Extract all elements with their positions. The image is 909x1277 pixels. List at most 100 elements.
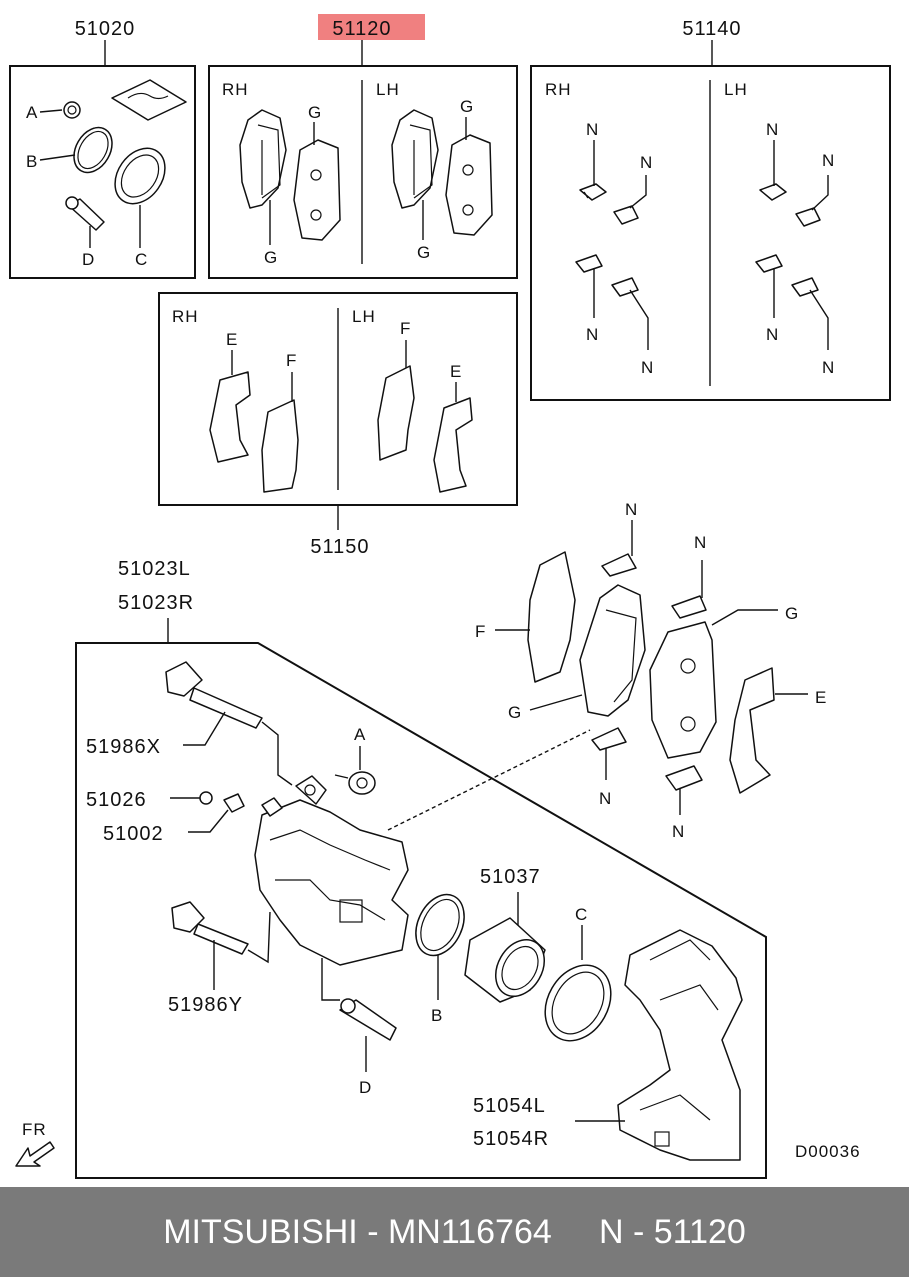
kit-51140-rh: RH [545, 80, 572, 99]
clip-lh-2 [795, 175, 829, 227]
support-number-l: 51054L [473, 1095, 546, 1117]
bleeder-cap-part [199, 791, 213, 805]
shim-label-f-1: F [286, 351, 297, 370]
clip-rh-4 [611, 277, 649, 350]
pad-label-g-1: G [308, 103, 322, 122]
kit-51150-rh: RH [172, 307, 199, 326]
shim-label-f-2: F [400, 319, 411, 338]
piston-seal-part [415, 893, 465, 957]
pad-lh-outer [445, 134, 493, 236]
exploded-label-f: F [475, 622, 486, 641]
o-ring-part [73, 126, 113, 174]
assembly-dust-cap [348, 771, 376, 795]
exploded-clip-2 [671, 560, 707, 619]
piston-part [464, 917, 546, 1003]
pad-rh-outer [293, 139, 341, 241]
dust-cap-part [63, 101, 81, 119]
clip-label-n-7: N [766, 325, 779, 344]
exploded-shim-e [729, 667, 775, 794]
support-number-r: 51054R [473, 1128, 549, 1150]
caliper-assembly: 51023L 51023R 51986X 51026 51002 A [75, 500, 827, 1179]
pad-lh-inner [391, 109, 439, 209]
piston-boot-part [114, 147, 166, 205]
kit-51120-lh: LH [376, 80, 400, 99]
clip-label-n-4: N [641, 358, 654, 377]
exploded-label-n-2: N [694, 533, 707, 552]
clip-rh-2 [613, 175, 647, 225]
bleeder-screw-part [223, 793, 245, 813]
footer-bar: MITSUBISHI - MN116764 N - 51120 [0, 1187, 909, 1277]
label-d: D [82, 250, 95, 269]
clip-label-n-6: N [822, 151, 835, 170]
pad-label-g-3: G [460, 97, 474, 116]
bolt-x-label: 51986X [86, 736, 161, 758]
kit-51020: 51020 A B C D [9, 18, 196, 279]
guide-bolt-x-part [165, 661, 263, 729]
kit-51140: 51140 RH LH N N N N N N N N [530, 18, 891, 401]
exploded-clip-3 [591, 727, 627, 780]
piston-label: 51037 [480, 866, 541, 888]
kit-51120: 51120 RH LH G G [208, 14, 518, 279]
caliper-number-r: 51023R [118, 592, 194, 614]
clip-lh-3 [755, 254, 783, 318]
kit-51020-box [9, 65, 196, 279]
assembly-guide-pin [339, 998, 397, 1041]
bolt-y-label: 51986Y [168, 994, 243, 1016]
label-b: B [26, 152, 38, 171]
pad-label-g-4: G [417, 243, 431, 262]
shim-label-e-2: E [450, 362, 462, 381]
exploded-label-e: E [815, 688, 827, 707]
footer-part-number: MITSUBISHI - MN116764 N - 51120 [163, 1212, 746, 1251]
parts-diagram: 51020 A B C D [9, 14, 891, 1179]
exploded-label-n-3: N [599, 789, 612, 808]
assembly-label-d: D [359, 1078, 372, 1097]
shim-rh-e [209, 350, 251, 463]
clip-lh-4 [791, 277, 829, 350]
shim-lh-e [433, 382, 473, 493]
shim-lh-f [377, 340, 415, 461]
guide-pin-part [65, 196, 105, 231]
label-a: A [26, 103, 38, 122]
assembly-label-c: C [575, 905, 588, 924]
exploded-label-g-2: G [785, 604, 799, 623]
exploded-label-g-1: G [508, 703, 522, 722]
front-arrow-icon: FR [15, 1120, 55, 1167]
highlight-marker [318, 14, 425, 40]
exploded-outer-pad [649, 621, 717, 759]
exploded-inner-pad [579, 584, 646, 717]
assembly-frame [75, 642, 767, 1179]
pad-label-g-2: G [264, 248, 278, 267]
assembly-boot-part [544, 964, 612, 1042]
guide-bolt-y-part [171, 901, 249, 955]
kit-51140-box [530, 65, 891, 401]
cap-label: 51026 [86, 789, 147, 811]
grease-pack-part [111, 79, 187, 121]
kit-51020-number: 51020 [75, 18, 136, 40]
exploded-clip-4 [665, 765, 703, 815]
caliper-support-part [617, 929, 743, 1161]
assembly-label-a: A [354, 725, 366, 744]
front-arrow-label: FR [22, 1120, 47, 1139]
kit-51150-number: 51150 [310, 536, 369, 558]
clip-label-n-2: N [640, 153, 653, 172]
diagram-code: D00036 [795, 1142, 861, 1161]
clip-lh-1 [759, 140, 787, 201]
clip-rh-1 [579, 140, 607, 201]
clip-label-n-1: N [586, 120, 599, 139]
clip-label-n-8: N [822, 358, 835, 377]
kit-51120-box [208, 65, 518, 279]
bleeder-label: 51002 [103, 823, 164, 845]
kit-51120-number: 51120 [332, 18, 391, 40]
label-c: C [135, 250, 148, 269]
shim-label-e-1: E [226, 330, 238, 349]
shim-rh-f [261, 372, 299, 493]
kit-51140-number: 51140 [682, 18, 741, 40]
assembly-label-b: B [431, 1006, 443, 1025]
kit-51150: 51150 RH LH E F F E [158, 292, 518, 558]
exploded-label-n-1: N [625, 500, 638, 519]
caliper-number-l: 51023L [118, 558, 191, 580]
caliper-body-part [254, 775, 409, 966]
exploded-clip-1 [601, 520, 637, 577]
kit-51140-lh: LH [724, 80, 748, 99]
pad-rh-inner [239, 109, 287, 209]
